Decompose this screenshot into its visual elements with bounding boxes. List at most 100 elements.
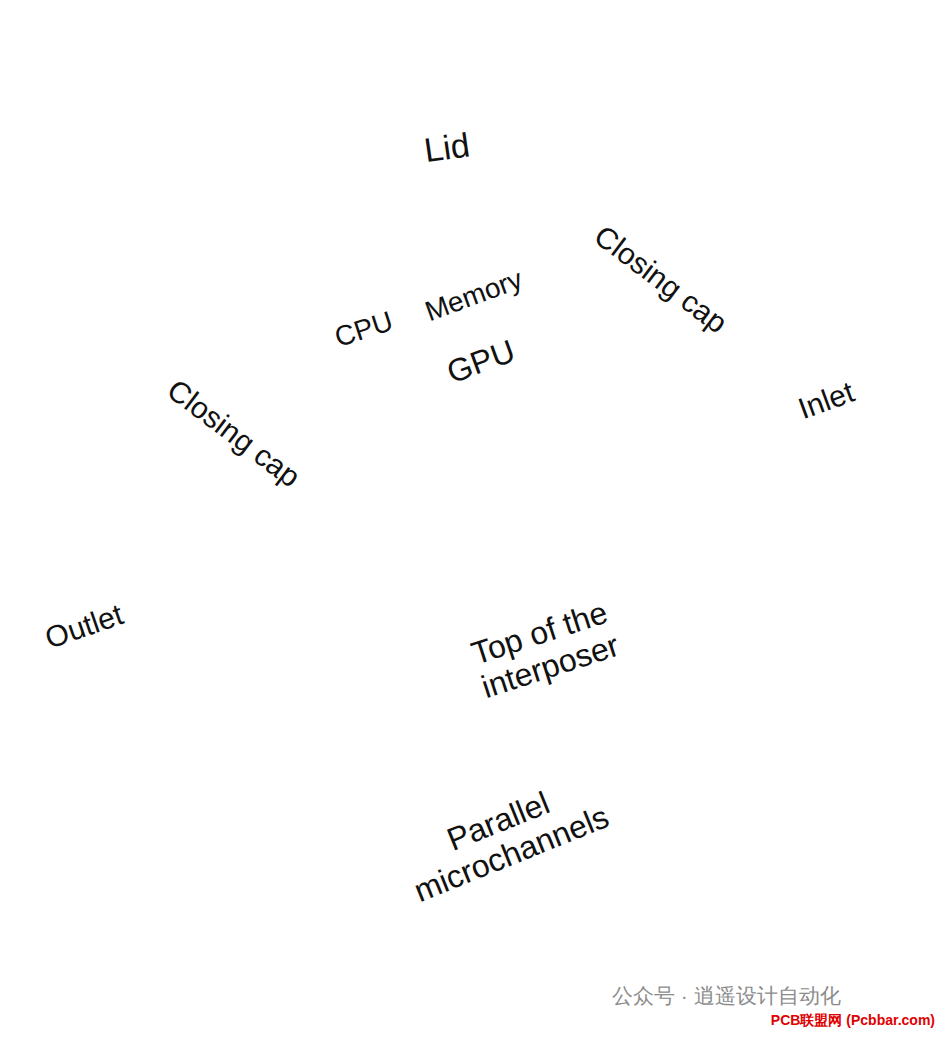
solder-bump <box>692 870 698 879</box>
interposer-label-wrap: Top of the interposer <box>439 586 651 715</box>
solder-bump <box>70 760 76 769</box>
solder-bump <box>562 936 568 945</box>
interposer-label: Top of the interposer <box>439 586 651 715</box>
memory-chip-label-wrap: Memory <box>415 262 534 330</box>
solder-bump <box>465 985 471 994</box>
outlet-manifold <box>112 505 360 690</box>
solder-bump <box>336 977 342 986</box>
solder-bump <box>355 992 361 1001</box>
inlet-pipe-shade <box>710 360 875 425</box>
closing-cap-top <box>118 352 350 515</box>
gpu-chip: GPU <box>370 310 592 420</box>
solder-bump <box>51 745 57 754</box>
solder-bump <box>400 1018 406 1027</box>
solder-bump <box>605 914 611 923</box>
solder-bump <box>279 930 285 939</box>
gpu-chip-label-wrap: GPU <box>437 332 524 392</box>
solder-bump <box>374 1007 380 1016</box>
solder-bump <box>184 853 190 862</box>
lid-label-wrap: Lid <box>390 122 504 174</box>
solder-bump <box>146 822 152 831</box>
outlet-manifold-side <box>255 628 360 690</box>
solder-bump <box>659 886 665 895</box>
closing-cap: Closing cap <box>118 352 350 523</box>
closing-cap-top <box>545 198 778 358</box>
inlet-manifold-divider <box>614 414 704 457</box>
cpu-chip-top <box>308 298 420 363</box>
solder-bump <box>454 990 460 999</box>
solder-bump <box>919 755 925 764</box>
outlet-manifold-wedge <box>252 604 338 665</box>
microchannel-array: Parallel microchannels <box>205 610 700 925</box>
inlet-pipe <box>710 352 875 425</box>
solder-bump <box>422 1007 428 1016</box>
solder-bump <box>670 881 676 890</box>
solder-bump <box>156 830 162 839</box>
solder-bump <box>99 784 105 793</box>
solder-bump <box>908 760 914 769</box>
solder-bump <box>89 776 95 785</box>
solder-bump <box>865 782 871 791</box>
solder-bump <box>627 903 633 912</box>
solder-bump <box>476 980 482 989</box>
solder-bump <box>897 766 903 775</box>
watermark: PCB联盟网 (Pcbbar.com) <box>771 1013 935 1028</box>
microchannel-array-label-wrap: Parallel microchannels <box>383 761 627 914</box>
solder-bump <box>365 1000 371 1009</box>
solder-bump <box>832 799 838 808</box>
inlet-manifold-wedge <box>674 449 758 510</box>
outlet-manifold-wedge <box>135 518 222 576</box>
solder-bump <box>875 777 881 786</box>
solder-bump <box>584 925 590 934</box>
substrate-side <box>30 715 395 1024</box>
solder-bump <box>757 837 763 846</box>
solder-bump <box>317 961 323 970</box>
interposer: Top of the interposer <box>25 355 880 813</box>
solder-bump <box>508 963 514 972</box>
solder-bump <box>595 919 601 928</box>
solder-bump <box>32 729 38 738</box>
closing-cap-label: Closing cap <box>575 209 747 350</box>
closing-cap-label-wrap: Closing cap <box>148 363 320 504</box>
solder-bump <box>573 930 579 939</box>
gpu-chip-top <box>370 310 592 415</box>
outlet-manifold-top <box>112 505 360 680</box>
solder-bump <box>384 1015 390 1024</box>
cpu-chip-label: CPU <box>326 305 402 356</box>
closing-cap-label: Closing cap <box>148 363 320 504</box>
solder-bump <box>886 771 892 780</box>
inlet-manifold-floor <box>550 362 766 514</box>
watermark-wrap: 公众号 · 逍遥设计自动化 <box>612 984 841 1007</box>
solder-bump <box>746 843 752 852</box>
outlet-manifold-divider <box>190 569 284 611</box>
solder-bump <box>241 899 247 908</box>
solder-bump <box>713 859 719 868</box>
cap-rod <box>706 194 875 268</box>
solder-bump <box>108 791 114 800</box>
solder-bump <box>298 946 304 955</box>
watermark-wrap: PCB联盟网 (Pcbbar.com) <box>771 1013 935 1028</box>
solder-bump <box>843 793 849 802</box>
inlet-manifold-divider <box>614 414 704 457</box>
solder-bump <box>530 952 536 961</box>
solder-bump <box>42 737 48 746</box>
port-label: Inlet <box>794 375 859 425</box>
solder-bump <box>222 884 228 893</box>
solder-bump <box>519 958 525 967</box>
solder-bump <box>821 804 827 813</box>
solder-bump <box>497 969 503 978</box>
solder-bump <box>443 996 449 1005</box>
solder-bump <box>137 814 143 823</box>
interposer-shape <box>25 355 880 813</box>
solder-bump <box>175 845 181 854</box>
inlet-manifold-top <box>535 352 780 525</box>
microchannel-array-top <box>205 610 700 925</box>
solder-bump <box>61 753 67 762</box>
outlet-manifold-divider <box>190 569 284 611</box>
interposer-side <box>25 515 440 813</box>
cap-rods <box>20 194 875 519</box>
gpu-chip-side <box>370 375 412 420</box>
solder-bump <box>789 821 795 830</box>
solder-bump <box>433 1001 439 1010</box>
microchannel-array-label: Parallel microchannels <box>383 761 627 914</box>
